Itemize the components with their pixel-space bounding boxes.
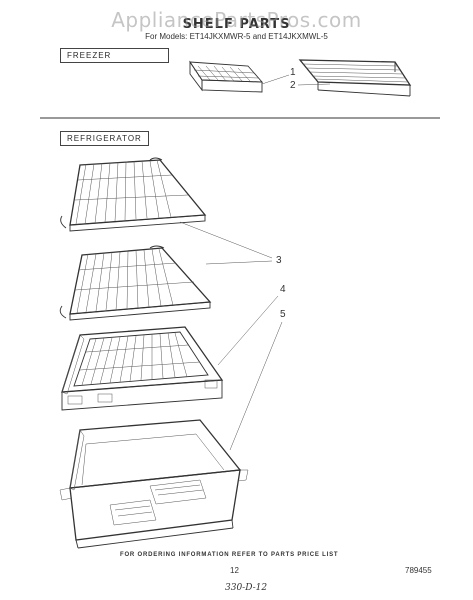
- leader-line-3a: [179, 221, 273, 259]
- leader-line-5: [229, 321, 283, 451]
- page-number: 12: [230, 566, 239, 575]
- refrigerator-wire-shelf-lower: [59, 245, 212, 321]
- freezer-wire-shelf-part: [298, 59, 412, 97]
- ice-tray-part: [189, 60, 264, 93]
- crisper-cover-part: [61, 326, 224, 411]
- page-title: SHELF PARTS: [182, 17, 291, 32]
- crisper-drawer-part: [59, 419, 249, 549]
- callout-1: 1: [290, 67, 296, 78]
- document-number: 789455: [405, 566, 432, 575]
- callout-5: 5: [280, 309, 286, 320]
- refrigerator-section-label: REFRIGERATOR: [60, 131, 149, 146]
- freezer-section-label: FREEZER: [60, 48, 169, 63]
- leader-line-4: [217, 295, 279, 366]
- leader-line-2: [297, 83, 331, 86]
- callout-4: 4: [280, 284, 286, 295]
- leader-line-3b: [205, 260, 273, 265]
- handwritten-note: 330-D-12: [225, 583, 268, 593]
- callout-3: 3: [276, 255, 282, 266]
- refrigerator-wire-shelf-upper: [60, 157, 207, 232]
- watermark: AppliancePartsPros.com: [111, 8, 362, 32]
- model-list: For Models: ET14JKXMWR-5 and ET14JKXMWL-…: [145, 32, 328, 41]
- callout-2: 2: [290, 80, 296, 91]
- ordering-note: FOR ORDERING INFORMATION REFER TO PARTS …: [120, 552, 339, 558]
- leader-line-1: [261, 74, 290, 85]
